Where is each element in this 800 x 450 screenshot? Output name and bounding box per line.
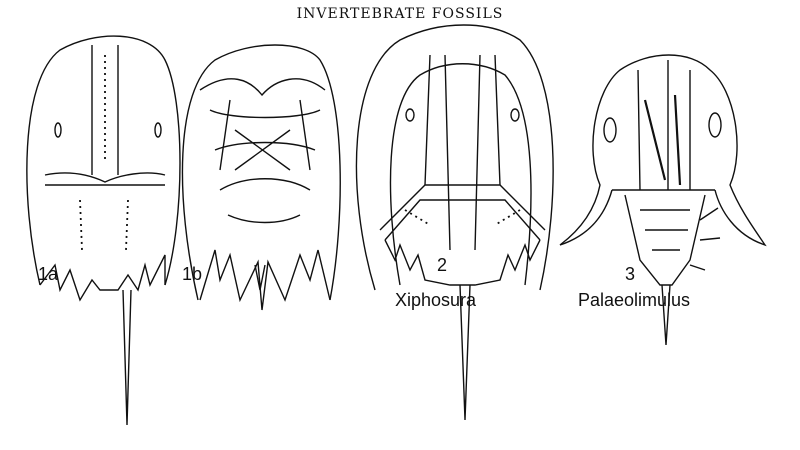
figure-2-drawing (355, 24, 554, 421)
figure-3-number: 3 (625, 264, 636, 284)
page-title: INVERTEBRATE FOSSILS (296, 6, 504, 22)
figure-1b-drawing (181, 44, 341, 311)
figure-2-name: Xiphosura (395, 290, 477, 310)
figure-2-number: 2 (437, 255, 448, 275)
figure-1a-number: 1a (38, 264, 59, 284)
figure-1b-number: 1b (182, 264, 203, 284)
figure-3-name: Palaeolimulus (578, 290, 691, 310)
figure-3-drawing (559, 54, 767, 346)
figure-1a-drawing (26, 35, 181, 426)
